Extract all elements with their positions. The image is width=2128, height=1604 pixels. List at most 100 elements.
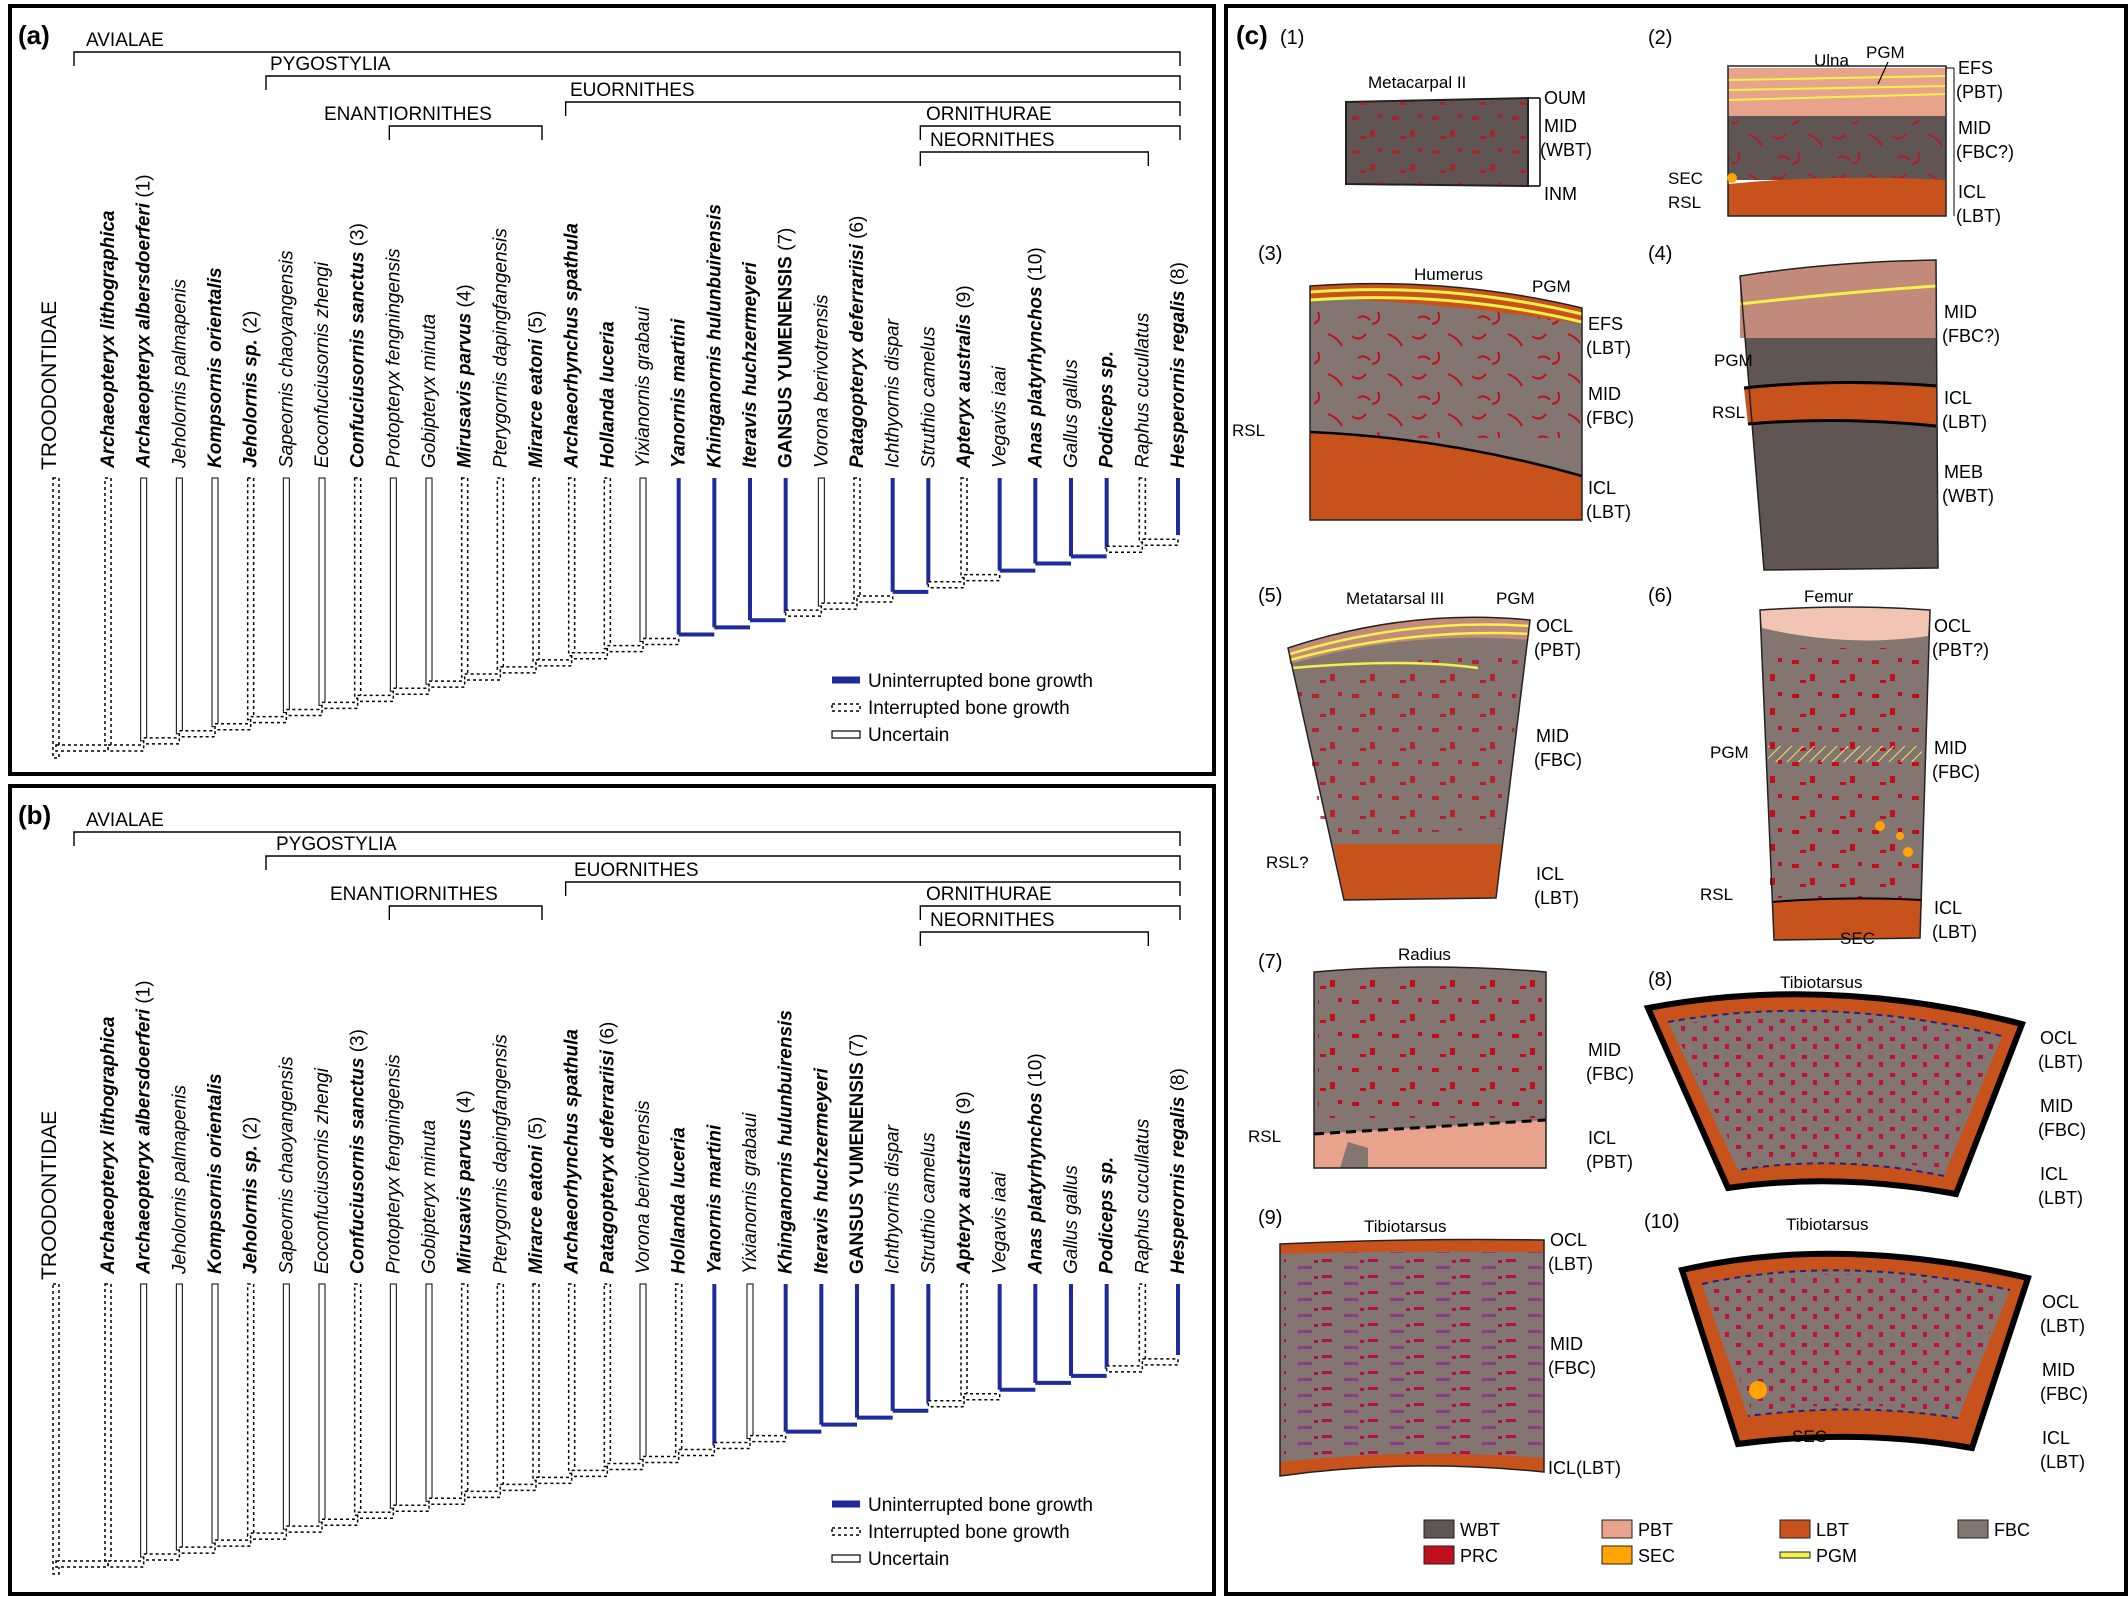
branch-uncertain <box>282 477 290 714</box>
label-rsl: RSL <box>1668 193 1701 212</box>
taxon-label: Struthio camelus <box>918 326 939 468</box>
taxon-label: Khinganornis hulunbuirensis <box>776 1010 797 1274</box>
branch-interrupted <box>55 1560 109 1568</box>
tree-legend: Uninterrupted bone growth Interrupted bo… <box>831 1495 1093 1570</box>
branch-uncertain <box>817 477 825 607</box>
section-4-bone: (4) MID (FBC?) PGM RSL ICL (LBT) MEB (WB… <box>1648 243 2000 571</box>
taxon-label: Mirusavis parvus (4) <box>455 1090 476 1274</box>
label-rsl: RSL <box>1700 885 1733 904</box>
branch-interrupted <box>104 1283 112 1565</box>
taxon-number: (8) <box>1168 262 1189 285</box>
pgm-lines <box>1289 623 1531 670</box>
label-lbt: (LBT) <box>1586 338 1631 358</box>
clade-bracket-pygostylia <box>265 75 1181 90</box>
clade-label-enantiornithes: ENANTIORNITHES <box>324 104 492 125</box>
taxon-number: (4) <box>455 1090 476 1113</box>
branch-interrupted <box>285 1525 323 1533</box>
taxon-label: Patagopteryx deferrariisi (6) <box>847 216 868 468</box>
branch-interrupted <box>52 477 60 759</box>
branch-interrupted <box>392 687 430 695</box>
layer-icl <box>1772 898 1922 940</box>
section-number: (6) <box>1648 585 1672 607</box>
layer-icl <box>1280 1453 1544 1476</box>
taxon-label: Yanornis martini <box>704 1124 725 1274</box>
bone-name: Metacarpal II <box>1368 73 1466 92</box>
branch-interrupted <box>1138 1283 1147 1363</box>
branch-interrupted <box>570 1469 609 1478</box>
taxon-label: Mirusavis parvus (4) <box>455 284 476 468</box>
taxon-label: Patagopteryx deferrariisi (6) <box>597 1022 618 1274</box>
layer-icl <box>1728 177 1946 216</box>
legend-swatch-fbc <box>1957 1519 1989 1539</box>
label-icl: ICL <box>1588 478 1616 498</box>
label-fbc: (FBC?) <box>1942 326 2000 346</box>
taxon-label: Podiceps sp. <box>1097 1157 1118 1274</box>
section-5-metatarsal: (5) Metatarsal III PGM OCL (PBT) MID (FB… <box>1258 585 1582 908</box>
section-1-metacarpal: (1) Metacarpal II OUM MID (WBT) INM <box>1280 27 1592 204</box>
pgm-line <box>1739 284 1937 306</box>
panel-a-cladogram: (a) AVIALAE PYGOSTYLIA ENANTIORNITHES EU… <box>8 4 1216 776</box>
taxon-number: (10) <box>1025 247 1046 281</box>
taxon-number: (10) <box>1025 1053 1046 1087</box>
branch-uncertain <box>639 477 647 643</box>
taxon-label: Jeholornis sp. (2) <box>241 311 262 468</box>
clade-label-enantiornithes: ENANTIORNITHES <box>330 884 498 905</box>
label-efs: EFS <box>1958 58 1993 78</box>
branch-interrupted <box>567 477 576 657</box>
taxon-label: Archaeopteryx albersdoerferi (1) <box>134 174 155 469</box>
branch-interrupted <box>603 477 612 650</box>
label-fbc: (FBC) <box>1586 408 1634 428</box>
branch-interrupted <box>499 1483 537 1492</box>
branch-interrupted <box>353 477 362 700</box>
clade-label-pygostylia: PYGOSTYLIA <box>276 834 397 855</box>
taxon-label: Sapeornis chaoyangensis <box>276 250 297 468</box>
histology-svg: (c) (1) Metacarpal II OUM MID (WBT) INM … <box>1232 20 2088 1566</box>
taxon-label: Vegavis iaai <box>990 1171 1011 1274</box>
label-mid: MID <box>1544 116 1577 136</box>
branch-interrupted <box>963 1393 1001 1401</box>
legend-label-pbt: PBT <box>1638 1520 1673 1540</box>
label-icl: ICL <box>1536 864 1564 884</box>
branch-uncertain <box>175 477 183 735</box>
label-fbc: (FBC) <box>1586 1064 1634 1084</box>
label-lbt: (LBT) <box>2038 1052 2083 1072</box>
branch-interrupted <box>606 1462 644 1471</box>
taxon-label: Gobipteryx minuta <box>419 314 440 468</box>
label-wbt: (WBT) <box>1540 140 1592 160</box>
branch-interrupted <box>246 1283 255 1537</box>
branch-interrupted <box>535 1476 573 1485</box>
legend-swatch-sec <box>1601 1545 1633 1565</box>
legend-label-sec: SEC <box>1638 1546 1675 1566</box>
section-number: (8) <box>1648 969 1672 991</box>
branch-interrupted <box>532 1283 540 1482</box>
branch-uncertain <box>639 1283 647 1460</box>
taxon-number: (5) <box>526 311 547 334</box>
branch-interrupted <box>460 1283 469 1496</box>
label-fbc: (FBC) <box>2038 1120 2086 1140</box>
bone-name: Radius <box>1398 945 1451 964</box>
bone-name: Ulna <box>1814 51 1850 70</box>
branch-uncertain <box>282 1283 290 1530</box>
branch-interrupted <box>104 477 112 749</box>
branch-interrupted <box>321 1518 359 1526</box>
clade-bracket-neornithes <box>919 151 1150 166</box>
layer-icl <box>1314 1120 1546 1168</box>
clade-brackets: AVIALAE PYGOSTYLIA ENANTIORNITHES EUORNI… <box>86 30 1055 151</box>
branch-interrupted <box>1105 1365 1144 1373</box>
legend-swatch-lbt <box>1779 1519 1811 1539</box>
label-pbt: (PBT) <box>1534 640 1581 660</box>
branch-uncertain <box>175 1283 183 1551</box>
section-number: (2) <box>1648 27 1672 49</box>
taxon-label: Vorona berivotrensis <box>811 294 832 468</box>
label-mid: MID <box>2040 1096 2073 1116</box>
clade-bracket-euornithes <box>564 101 1181 116</box>
clade-label-euornithes: EUORNITHES <box>574 860 699 881</box>
branch-interrupted <box>1141 538 1179 546</box>
branch-interrupted <box>249 715 288 724</box>
branch-interrupted <box>463 673 502 681</box>
label-icl: ICL <box>2040 1164 2068 1184</box>
clade-bracket-avialae <box>73 51 1181 66</box>
taxon-label: Archaeopteryx lithographica <box>98 1016 119 1275</box>
